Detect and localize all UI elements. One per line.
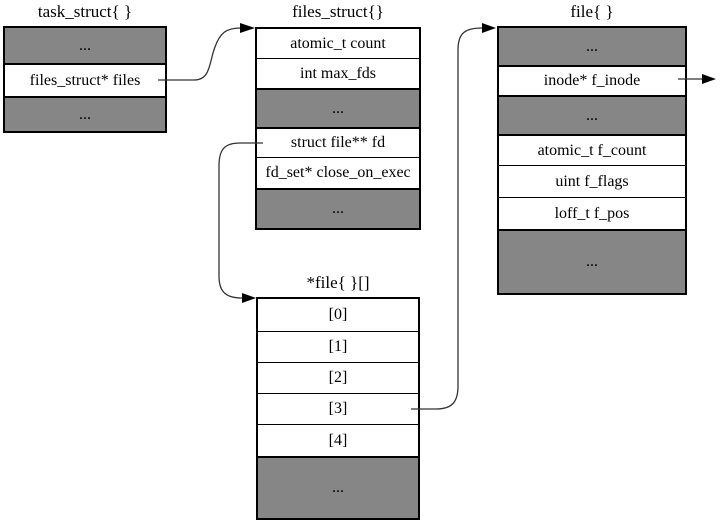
file-struct-box: ... inode* f_inode ... atomic_t f_count … bbox=[497, 26, 687, 295]
file-array-row-0: [0] bbox=[258, 299, 418, 331]
files-struct-row-ellipsis-1: ... bbox=[257, 88, 419, 127]
arrow-fd3-to-file-struct bbox=[411, 27, 483, 410]
row-text: ... bbox=[79, 36, 91, 54]
row-text: [0] bbox=[328, 306, 348, 323]
arrow-files-to-files-struct bbox=[158, 27, 242, 81]
row-text: ... bbox=[332, 99, 344, 117]
file-array-box: [0] [1] [2] [3] [4] ... bbox=[256, 297, 420, 520]
row-text: ... bbox=[332, 479, 344, 496]
files-struct-row-fd: struct file** fd bbox=[257, 127, 419, 157]
task-struct-row-files: files_struct* files bbox=[5, 63, 165, 96]
file-array-label: *file{ }[] bbox=[306, 273, 370, 292]
task-struct-label: task_struct{ } bbox=[37, 2, 133, 21]
file-row-f-count: atomic_t f_count bbox=[499, 134, 685, 165]
file-array-row-ellipsis: ... bbox=[258, 456, 418, 518]
file-row-ellipsis-3: ... bbox=[499, 229, 685, 293]
row-text: files_struct* files bbox=[29, 71, 141, 89]
arrowhead-fd-to-file-array-icon bbox=[242, 293, 256, 303]
file-row-f-inode: inode* f_inode bbox=[499, 65, 685, 95]
arrowhead-fd3-to-file-struct-icon bbox=[482, 23, 496, 33]
arrowhead-f-inode-out-icon bbox=[702, 74, 716, 84]
file-array-row-1: [1] bbox=[258, 331, 418, 362]
row-text: fd_set* close_on_exec bbox=[265, 164, 411, 181]
row-text: uint f_flags bbox=[555, 172, 629, 190]
row-text: struct file** fd bbox=[290, 134, 386, 151]
file-array-row-2: [2] bbox=[258, 362, 418, 393]
arrowhead-files-to-files-struct-icon bbox=[240, 23, 255, 33]
file-row-f-flags: uint f_flags bbox=[499, 165, 685, 197]
files-struct-row-ellipsis-2: ... bbox=[257, 188, 419, 228]
files-struct-row-close-on-exec: fd_set* close_on_exec bbox=[257, 157, 419, 188]
row-text: ... bbox=[332, 200, 344, 217]
row-text: inode* f_inode bbox=[543, 72, 641, 89]
file-row-f-pos: loff_t f_pos bbox=[499, 197, 685, 229]
row-text: [2] bbox=[328, 369, 348, 386]
row-text: [1] bbox=[328, 338, 348, 355]
file-struct-label: file{ } bbox=[570, 2, 614, 21]
row-text: [3] bbox=[328, 400, 348, 417]
files-struct-box: atomic_t count int max_fds ... struct fi… bbox=[255, 27, 421, 230]
task-struct-box: ... files_struct* files ... bbox=[3, 26, 167, 133]
files-struct-row-count: atomic_t count bbox=[257, 29, 419, 58]
row-text: atomic_t count bbox=[290, 34, 386, 52]
row-text: int max_fds bbox=[300, 64, 376, 82]
file-array-row-4: [4] bbox=[258, 424, 418, 456]
task-struct-row-ellipsis-bottom: ... bbox=[5, 96, 165, 131]
row-text: ... bbox=[586, 253, 598, 270]
file-array-row-3: [3] bbox=[258, 393, 418, 424]
row-text: ... bbox=[586, 37, 598, 55]
row-text: ... bbox=[79, 105, 91, 123]
file-row-ellipsis-2: ... bbox=[499, 95, 685, 134]
row-text: loff_t f_pos bbox=[554, 204, 630, 222]
task-struct-row-ellipsis-top: ... bbox=[5, 28, 165, 63]
row-text: ... bbox=[586, 106, 598, 124]
files-struct-label: files_struct{} bbox=[292, 2, 384, 21]
files-struct-row-max-fds: int max_fds bbox=[257, 58, 419, 88]
row-text: atomic_t f_count bbox=[537, 141, 647, 159]
file-row-ellipsis-1: ... bbox=[499, 28, 685, 65]
row-text: [4] bbox=[328, 431, 348, 449]
